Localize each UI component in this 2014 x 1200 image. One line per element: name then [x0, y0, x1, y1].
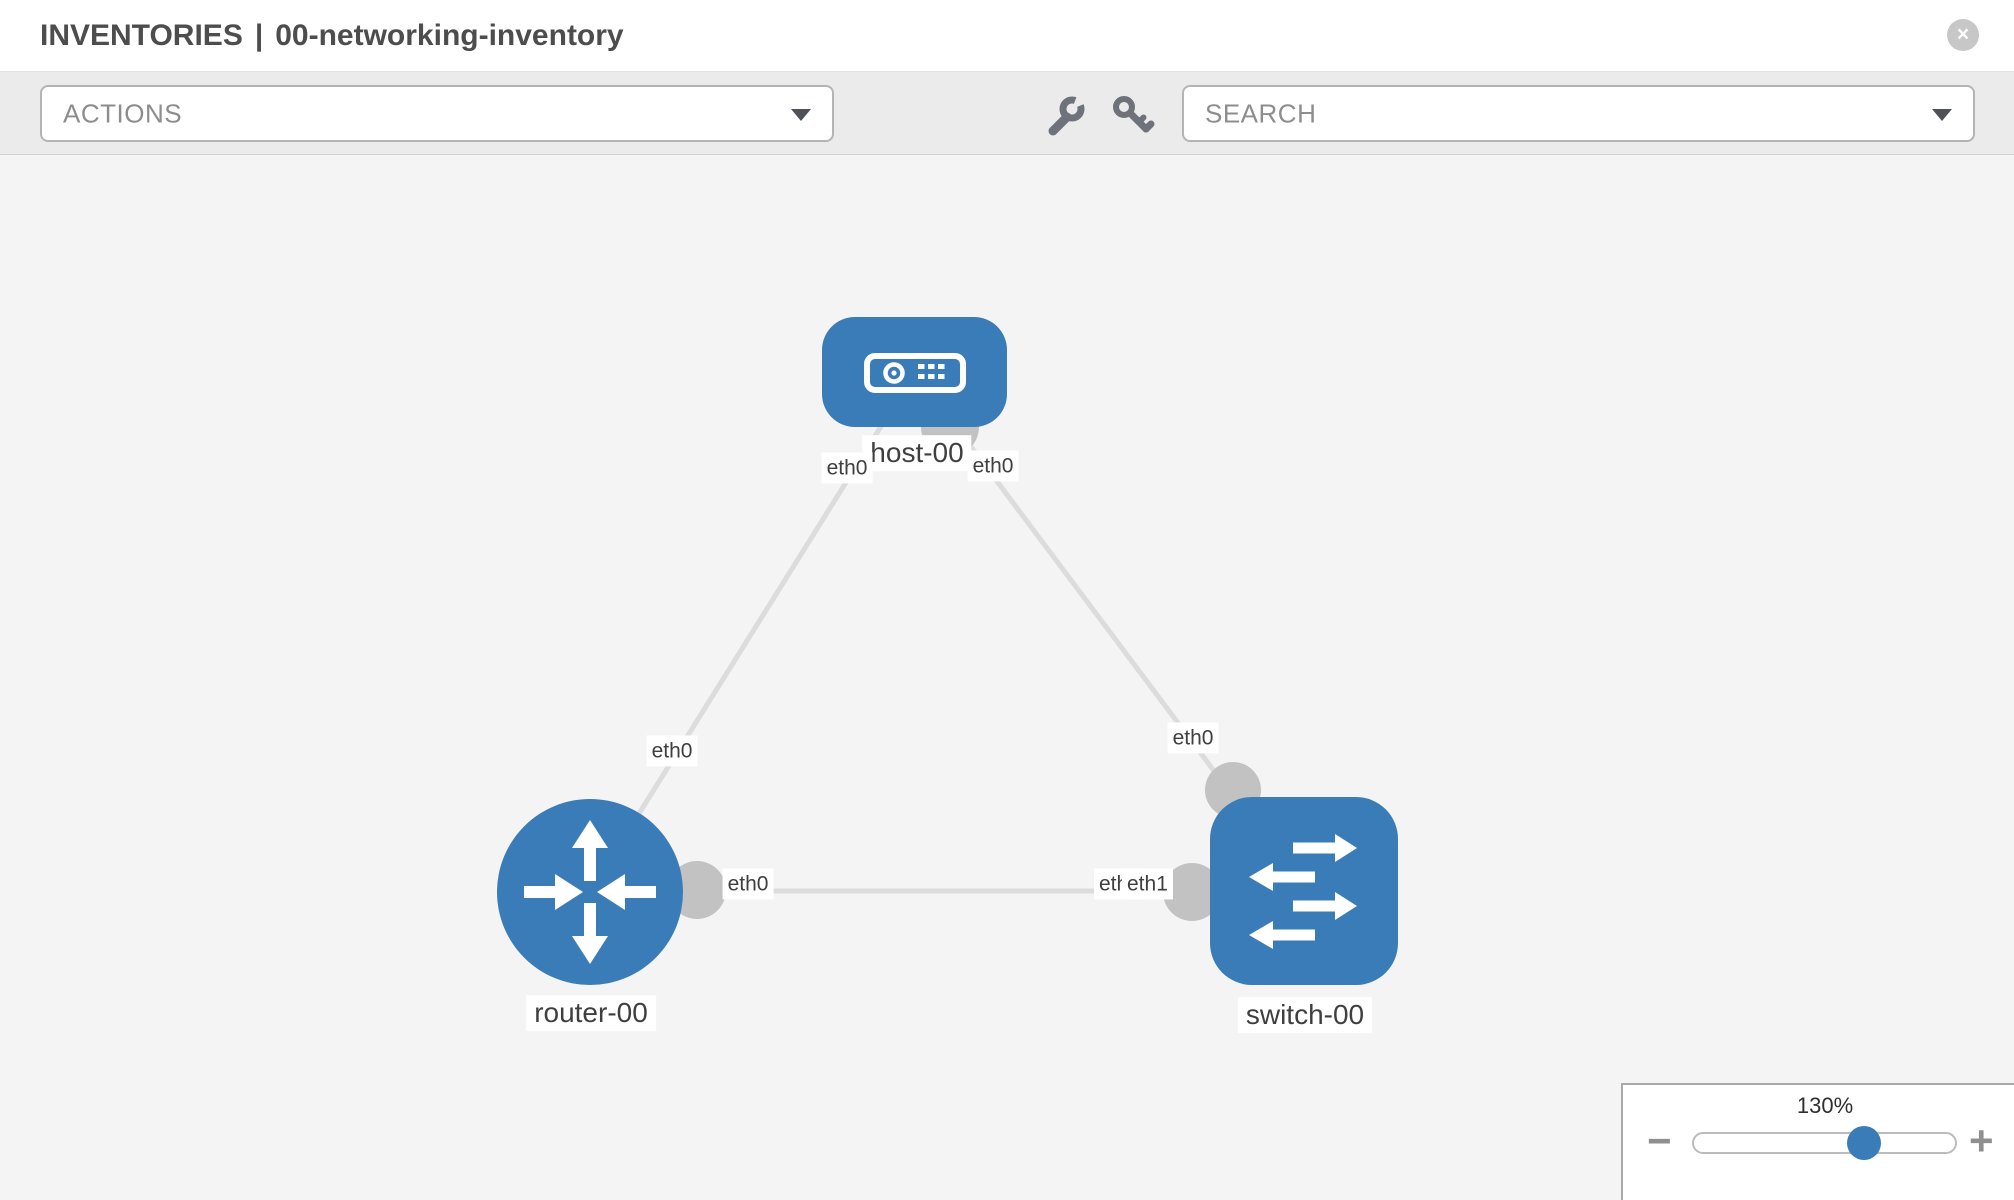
zoom-slider-handle[interactable] — [1847, 1126, 1881, 1160]
header: INVENTORIES | 00-networking-inventory × — [0, 0, 2014, 72]
search-dropdown-label: SEARCH — [1205, 98, 1317, 128]
host-icon — [864, 353, 966, 393]
wrench-icon — [1048, 93, 1088, 136]
node-router-00[interactable] — [497, 799, 683, 985]
wrench-tool-button[interactable] — [1042, 93, 1088, 139]
actions-dropdown[interactable]: ACTIONS — [40, 85, 834, 142]
interface-label-host00-eth0-to-switch: eth0 — [967, 450, 1019, 482]
node-label-host-00: host-00 — [862, 435, 972, 471]
key-icon — [1113, 96, 1155, 133]
toolbar: ACTIONS SEARCH — [0, 72, 2014, 155]
close-icon: × — [1956, 23, 1970, 46]
interface-label-router00-eth0-to-switch: eth0 — [722, 868, 774, 900]
zoom-in-button[interactable]: + — [1969, 1117, 1994, 1164]
page-title: INVENTORIES | 00-networking-inventory — [40, 0, 624, 71]
actions-dropdown-label: ACTIONS — [63, 98, 183, 128]
switch-icon — [1249, 834, 1357, 949]
connector-router00-eth0 — [668, 861, 726, 919]
interface-label-router00-eth0-to-host: eth0 — [646, 735, 698, 767]
chevron-down-icon — [1932, 108, 1952, 121]
interface-connectors — [668, 398, 1261, 921]
connector-switch00-eth1 — [1163, 863, 1221, 921]
node-label-router-00: router-00 — [526, 995, 656, 1031]
interface-label-host00-eth0-to-router: eth0 — [821, 452, 873, 484]
title-separator: | — [254, 19, 264, 52]
title-prefix: INVENTORIES — [40, 19, 243, 52]
close-button[interactable]: × — [1947, 19, 1979, 51]
zoom-out-button[interactable]: − — [1647, 1117, 1672, 1164]
zoom-slider-track[interactable] — [1692, 1132, 1957, 1154]
zoom-control-panel: 130% − + — [1621, 1083, 2014, 1200]
search-dropdown[interactable]: SEARCH — [1182, 85, 1975, 142]
chevron-down-icon — [791, 108, 811, 121]
title-inventory-name: 00-networking-inventory — [275, 19, 624, 52]
interface-label-switch00-eth1-to-router: eth1 — [1122, 868, 1173, 900]
interface-label-switch00-eth0-to-host: eth0 — [1167, 722, 1219, 754]
topology-canvas[interactable]: host-00 eth0 eth0 eth0 eth0 eth0 eth0 et… — [0, 155, 2014, 1200]
zoom-level-value: 130% — [1796, 1093, 1854, 1118]
key-tool-button[interactable] — [1110, 93, 1156, 139]
node-host-00[interactable] — [822, 317, 1007, 427]
node-switch-00[interactable] — [1210, 797, 1398, 985]
node-label-switch-00: switch-00 — [1237, 997, 1373, 1033]
router-icon — [524, 820, 656, 964]
